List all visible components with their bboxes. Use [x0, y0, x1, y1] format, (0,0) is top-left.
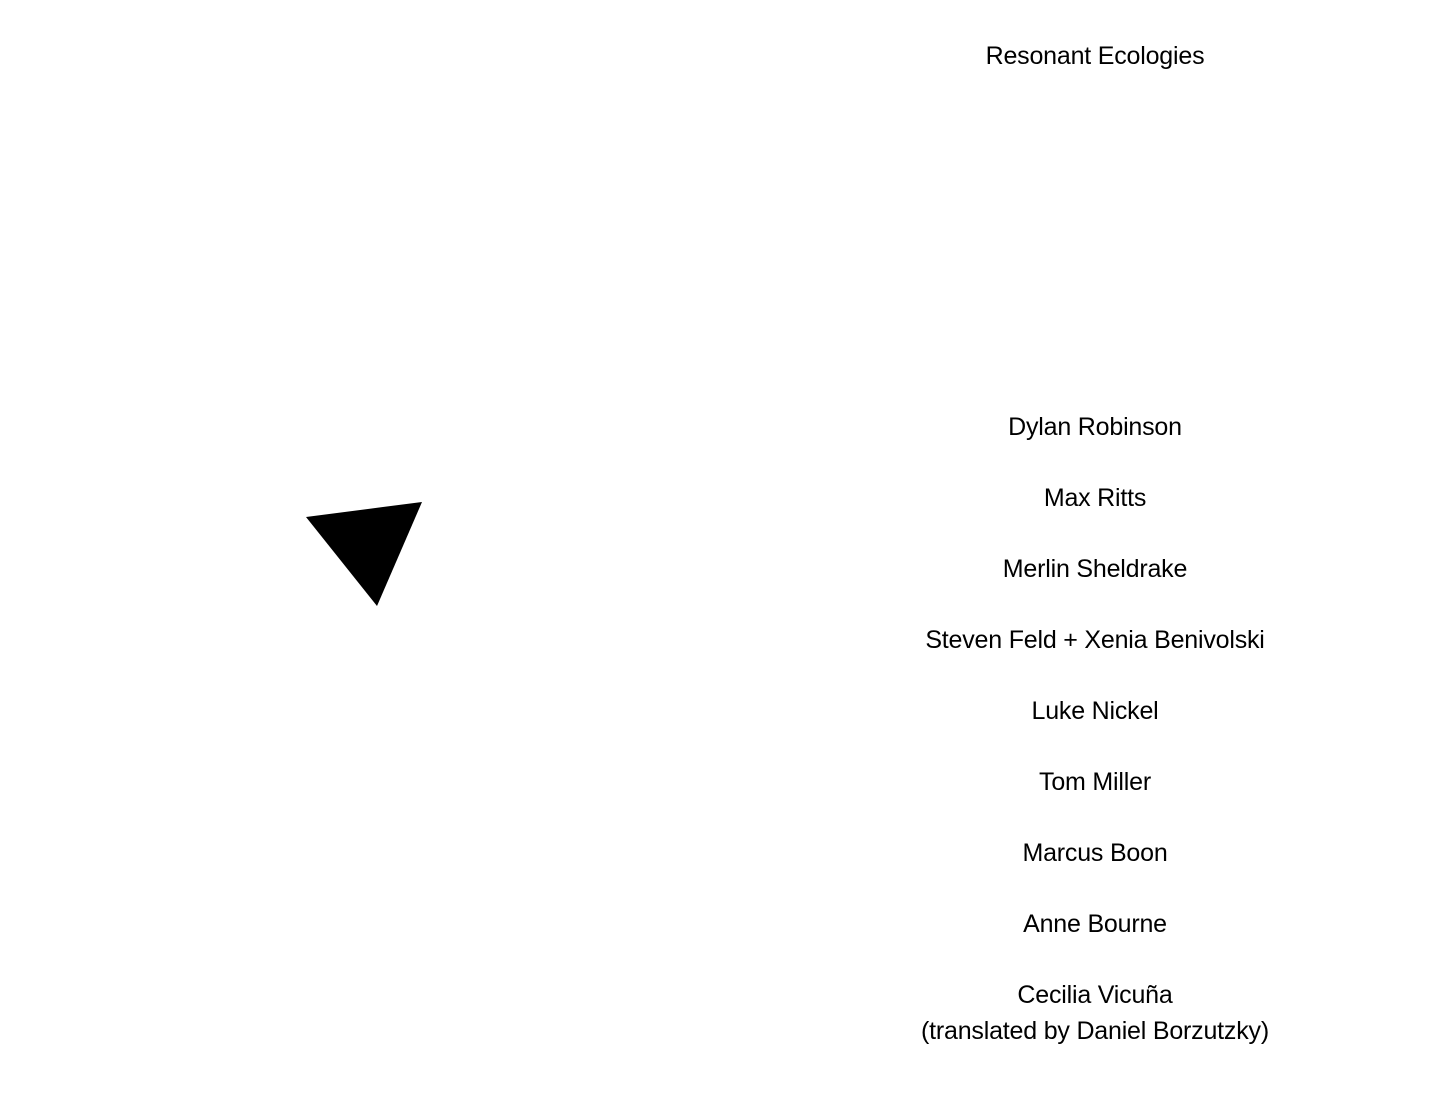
- contributor-item[interactable]: Tom Miller: [735, 764, 1455, 835]
- play-triangle-icon[interactable]: [300, 495, 430, 615]
- contributor-item[interactable]: Marcus Boon: [735, 835, 1455, 906]
- contributor-link-merlin-sheldrake[interactable]: Merlin Sheldrake: [1002, 555, 1188, 583]
- contributor-item[interactable]: Luke Nickel: [735, 693, 1455, 764]
- contributor-list: Dylan Robinson Max Ritts Merlin Sheldrak…: [735, 409, 1455, 1048]
- contributor-item[interactable]: Anne Bourne: [735, 906, 1455, 977]
- contributor-link-max-ritts[interactable]: Max Ritts: [1043, 484, 1147, 512]
- contributor-item[interactable]: Steven Feld + Xenia Benivolski: [735, 622, 1455, 693]
- contributor-item[interactable]: Dylan Robinson: [735, 409, 1455, 480]
- contributor-name: Cecilia Vicuña: [1017, 981, 1173, 1009]
- site-title[interactable]: Resonant Ecologies: [985, 42, 1205, 70]
- contributor-item[interactable]: Max Ritts: [735, 480, 1455, 551]
- contributor-item[interactable]: Merlin Sheldrake: [735, 551, 1455, 622]
- contributor-link-steven-feld-xenia-benivolski[interactable]: Steven Feld + Xenia Benivolski: [925, 626, 1265, 654]
- contributor-link-luke-nickel[interactable]: Luke Nickel: [1031, 697, 1159, 725]
- contributor-link-cecilia-vicuna[interactable]: Cecilia Vicuña (translated by Daniel Bor…: [921, 977, 1269, 1049]
- contributor-link-anne-bourne[interactable]: Anne Bourne: [1023, 910, 1167, 938]
- contributor-link-dylan-robinson[interactable]: Dylan Robinson: [1008, 413, 1182, 441]
- contributor-link-marcus-boon[interactable]: Marcus Boon: [1022, 839, 1168, 867]
- contributor-translator-note: (translated by Daniel Borzutzky): [921, 1017, 1269, 1045]
- contributor-item[interactable]: Cecilia Vicuña (translated by Daniel Bor…: [735, 977, 1455, 1048]
- contributor-link-tom-miller[interactable]: Tom Miller: [1039, 768, 1151, 796]
